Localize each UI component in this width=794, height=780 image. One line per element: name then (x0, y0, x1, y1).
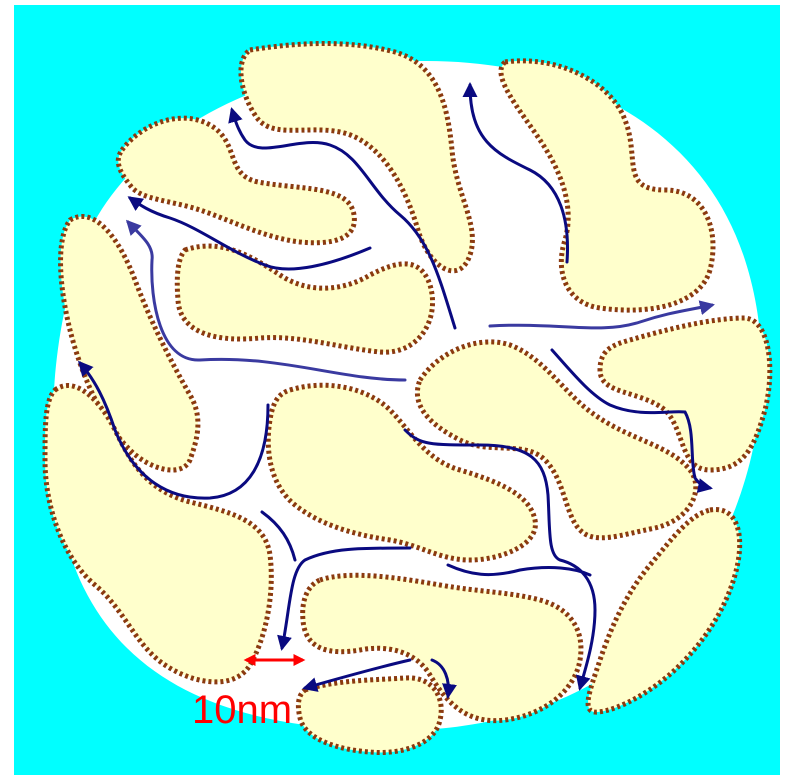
scale-bar-label: 10nm (192, 686, 292, 734)
particle (298, 678, 441, 753)
